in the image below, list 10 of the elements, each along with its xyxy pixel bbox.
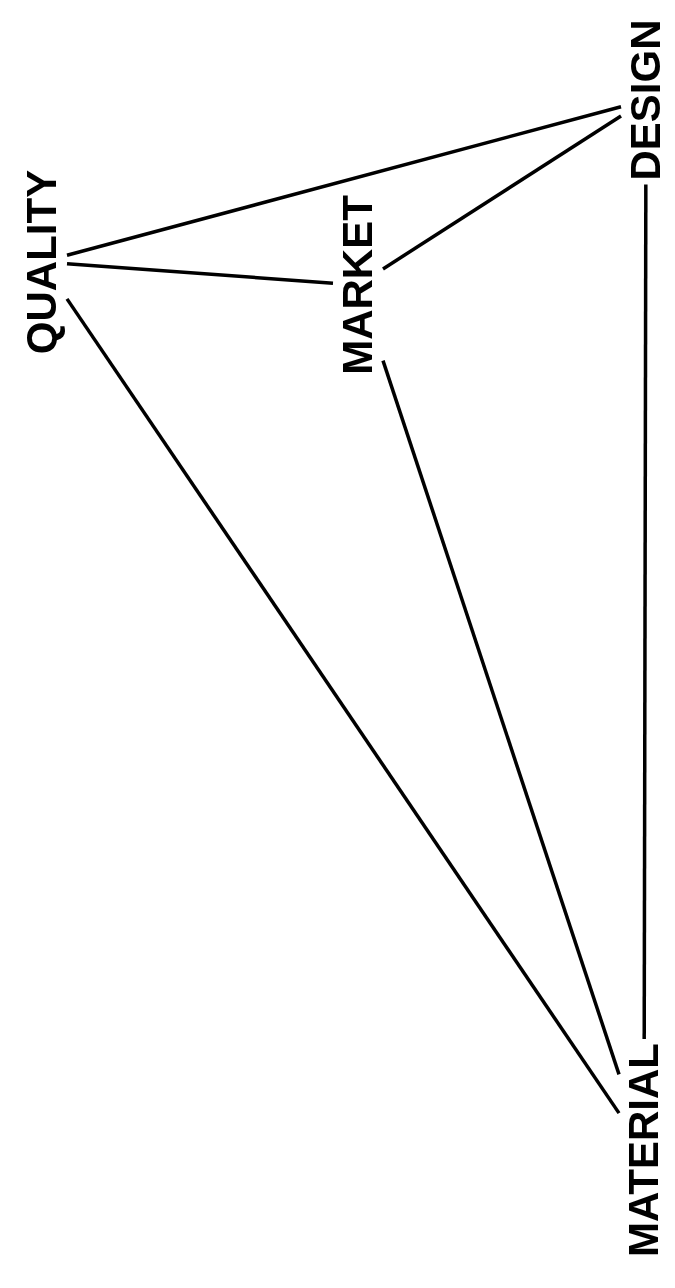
node-label: MATERIAL <box>623 1043 665 1257</box>
node-label: MARKET <box>337 195 379 375</box>
connector-line <box>382 114 622 271</box>
connector-line <box>66 262 334 285</box>
node-label: QUALITY <box>21 169 63 355</box>
connector-line <box>381 360 621 1075</box>
node-label: DESIGN <box>625 19 667 181</box>
connector-line <box>65 297 621 1115</box>
connector-line <box>66 105 622 257</box>
connector-line <box>642 184 648 1040</box>
